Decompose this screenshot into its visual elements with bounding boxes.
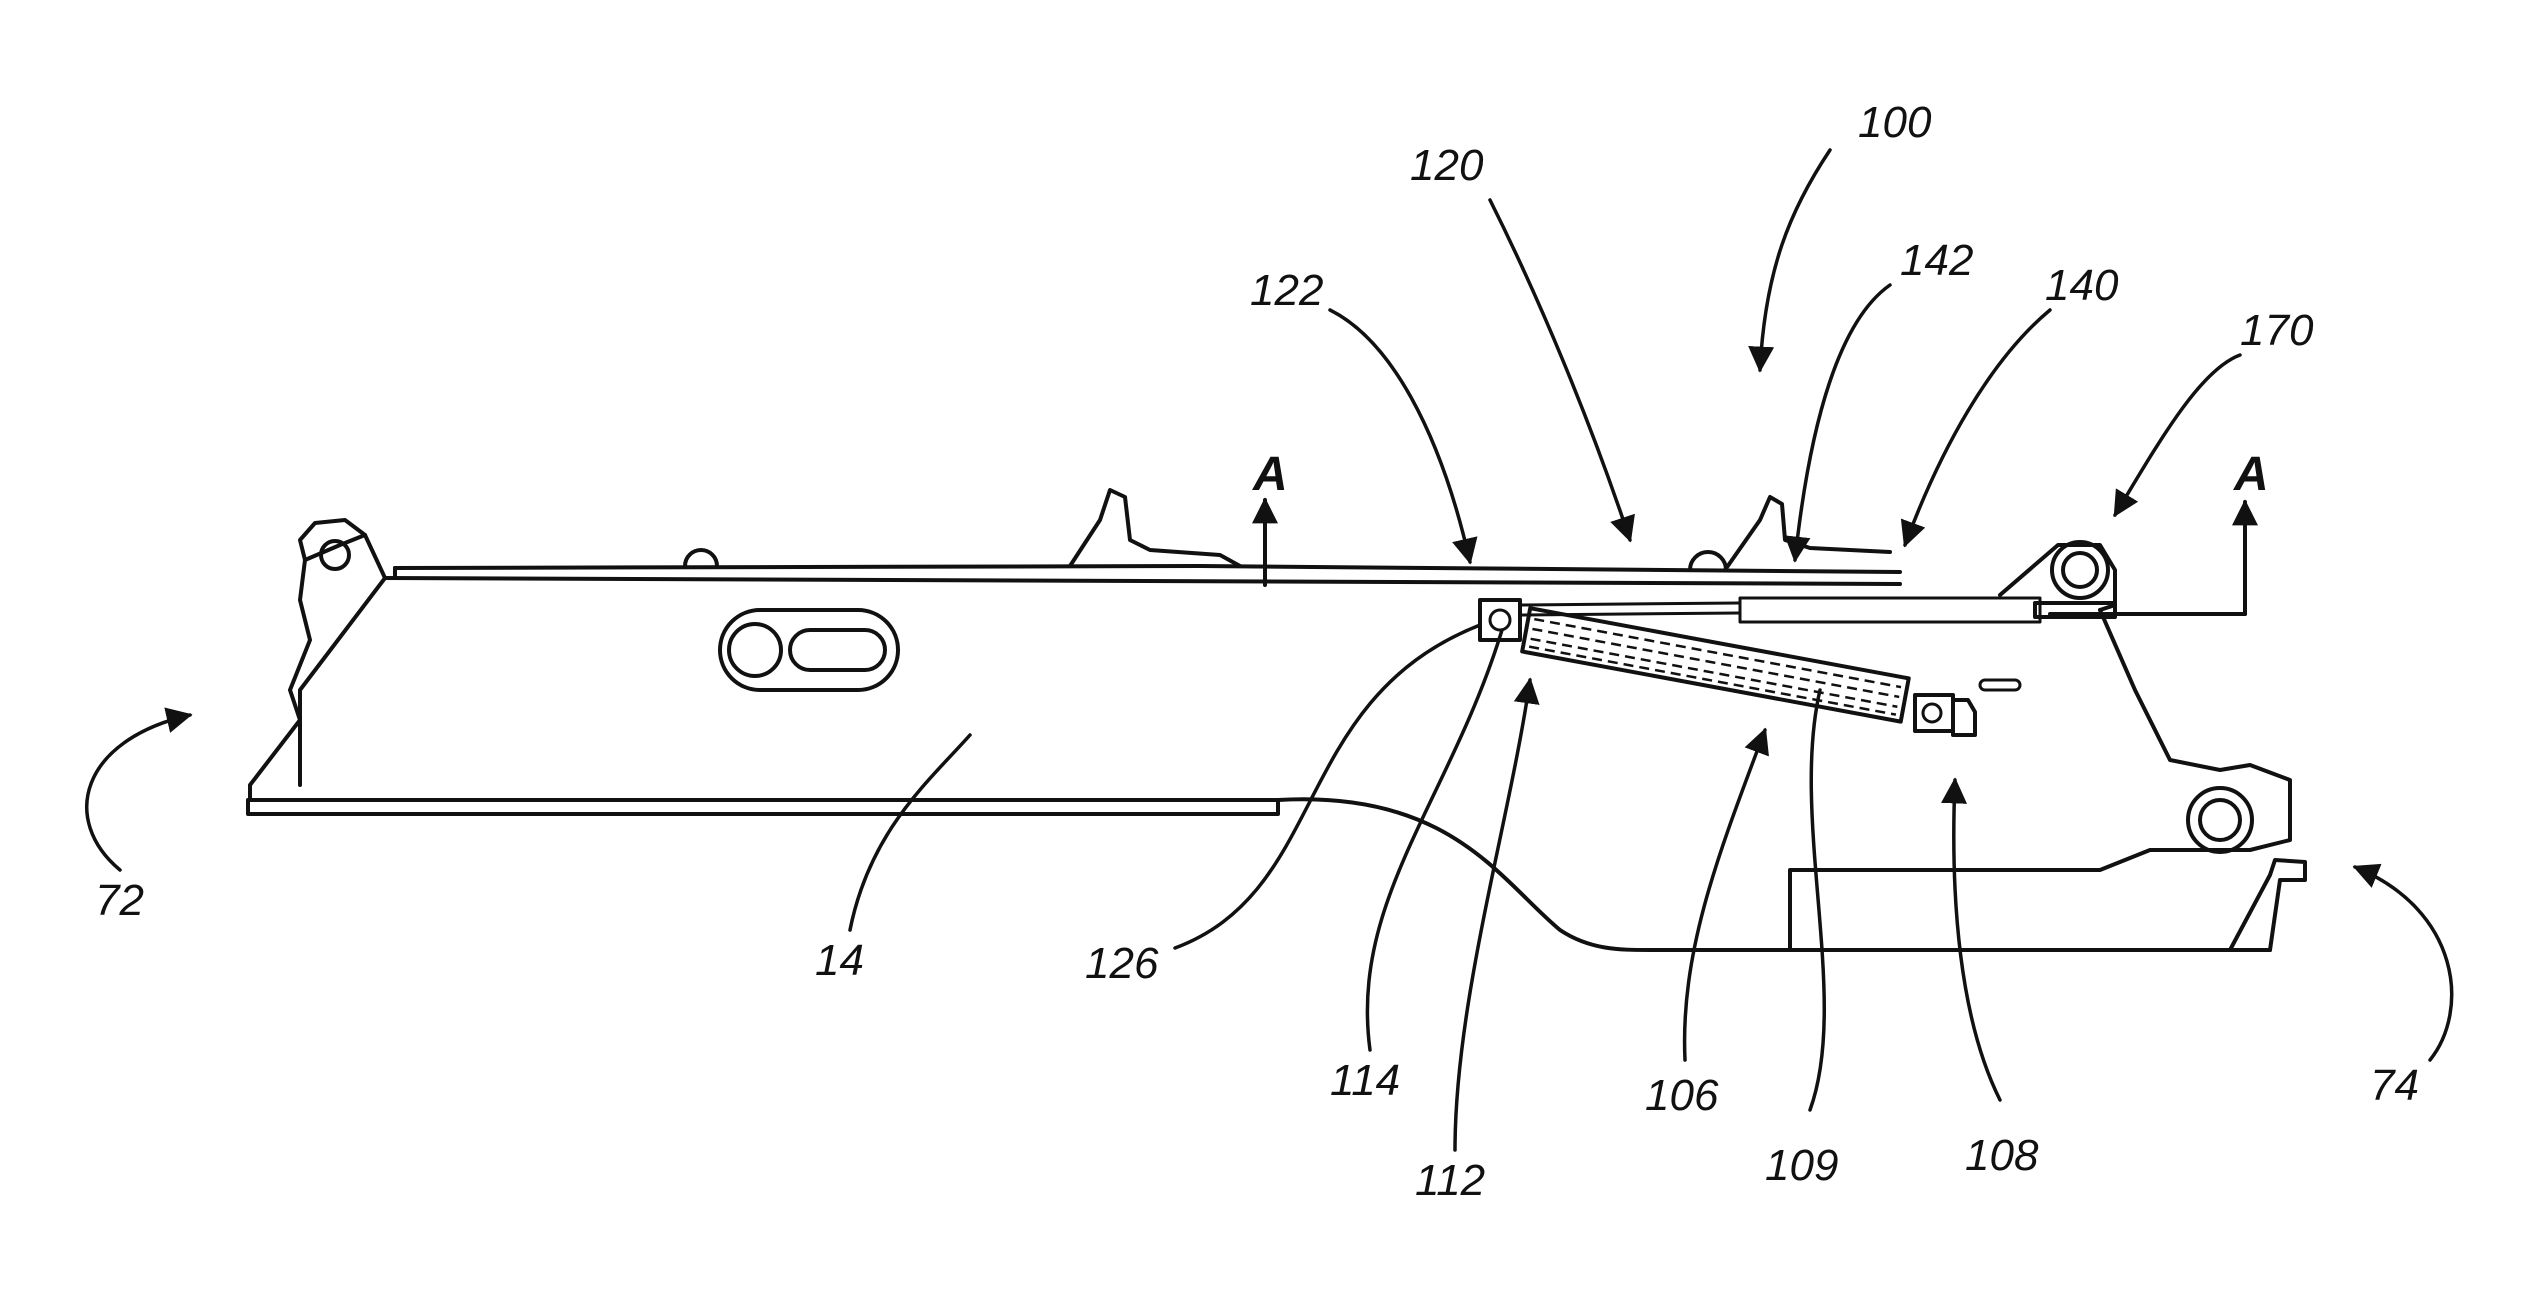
ref-140: 140 — [2045, 261, 2119, 310]
ref-126: 126 — [1085, 939, 1159, 988]
ref-122: 122 — [1250, 266, 1323, 315]
leader-100 — [1760, 150, 1830, 370]
leader-114 — [1367, 630, 1502, 1050]
ref-142: 142 — [1900, 236, 1973, 285]
top-cleat — [1070, 490, 1240, 566]
section-mark-left: A — [1252, 448, 1288, 501]
top-cleat-2 — [1725, 497, 1890, 570]
ref-114: 114 — [1330, 1056, 1400, 1105]
leader-14 — [850, 735, 970, 930]
leader-109 — [1810, 690, 1824, 1110]
ref-170: 170 — [2240, 306, 2314, 355]
leader-170 — [2115, 355, 2240, 515]
left-lug — [300, 520, 365, 569]
ref-100: 100 — [1858, 98, 1932, 147]
ref-112: 112 — [1415, 1156, 1485, 1205]
boom-bottom-rail — [248, 800, 1278, 814]
leader-126 — [1175, 625, 1480, 948]
right-pivot — [2188, 788, 2252, 852]
reference-numerals: 100 120 142 140 170 122 72 74 14 126 114… — [95, 98, 2419, 1205]
ref-106: 106 — [1645, 1071, 1719, 1120]
ref-72: 72 — [95, 876, 144, 925]
leader-72 — [87, 715, 190, 870]
ref-109: 109 — [1765, 1141, 1838, 1190]
right-bottom — [2230, 860, 2305, 950]
boom-top-flange — [385, 578, 1900, 584]
figure-eight-openings — [720, 610, 898, 690]
ref-120: 120 — [1410, 141, 1484, 190]
ref-74: 74 — [2370, 1061, 2419, 1110]
boom-body — [248, 490, 2305, 950]
cylinder-assembly — [1480, 598, 2040, 735]
leader-112 — [1455, 680, 1530, 1150]
right-section-outline — [1790, 610, 2290, 950]
section-mark-right: A — [2233, 448, 2269, 501]
cylinder-barrel — [1522, 608, 1909, 721]
top-bump-2 — [1690, 552, 1726, 570]
boom-lower-curve — [1278, 799, 2270, 950]
top-bump — [685, 550, 717, 566]
top-right-pivot — [2000, 542, 2115, 610]
front-mount — [1915, 680, 2020, 735]
leader-142 — [1795, 285, 1890, 560]
leader-140 — [1905, 310, 2050, 545]
leader-74 — [2355, 867, 2452, 1060]
leader-122 — [1330, 310, 1470, 562]
leader-120 — [1490, 200, 1630, 540]
leader-108 — [1954, 780, 2000, 1100]
boom-left-end — [250, 535, 385, 800]
leader-106 — [1685, 730, 1765, 1060]
ref-108: 108 — [1965, 1131, 2039, 1180]
ref-14: 14 — [815, 936, 864, 985]
